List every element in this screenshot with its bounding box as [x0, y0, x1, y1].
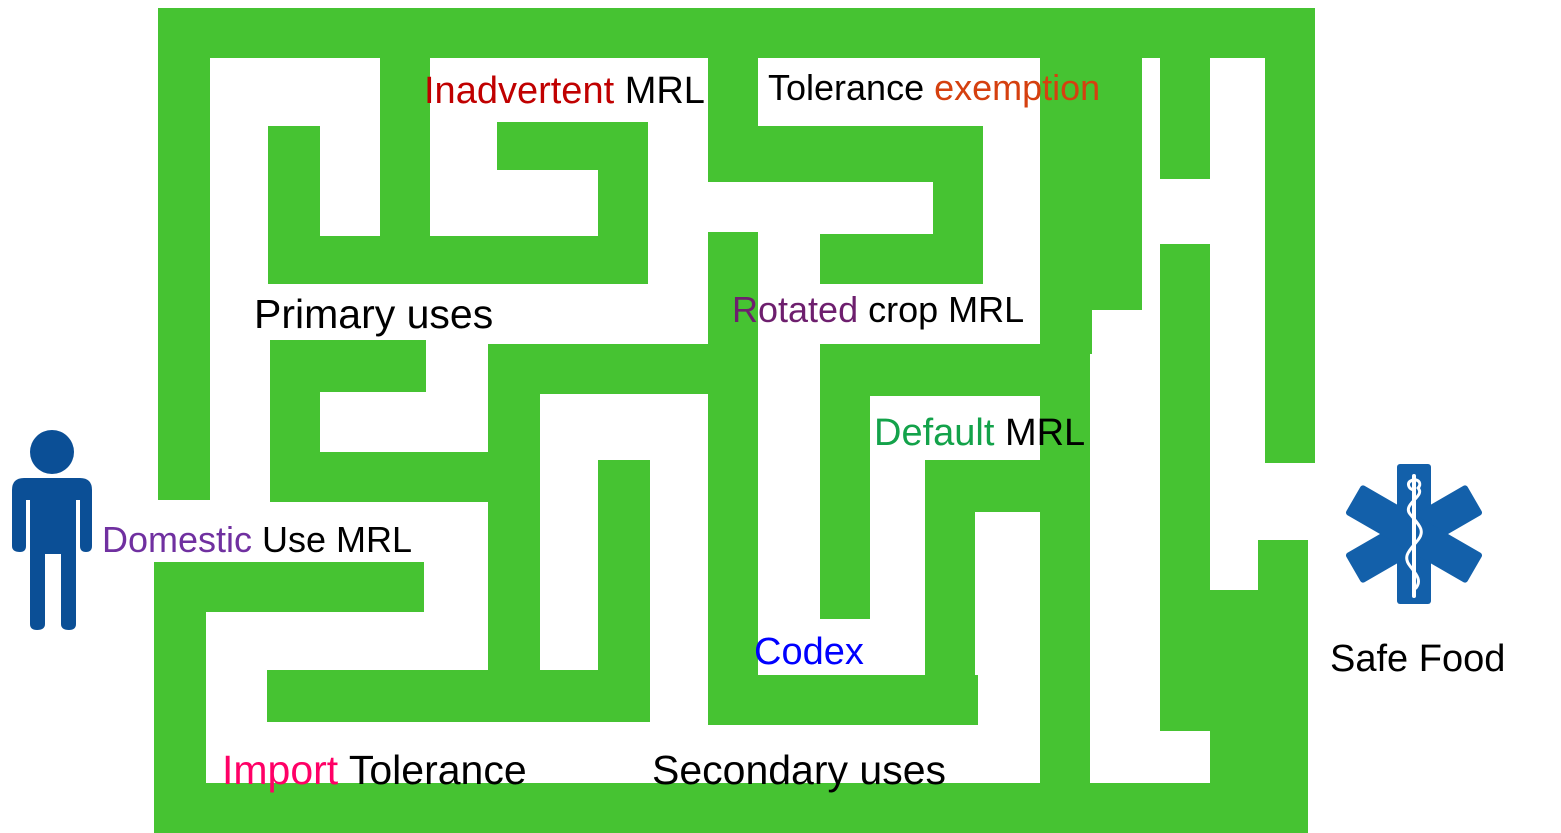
maze-wall	[268, 236, 648, 284]
person-icon	[12, 430, 92, 630]
maze-wall	[488, 344, 540, 670]
maze-wall	[925, 460, 975, 678]
label-default-mrl-highlight: Default	[874, 412, 995, 454]
label-default-mrl-rest: MRL	[994, 412, 1086, 454]
maze-wall	[820, 344, 870, 619]
maze-wall	[708, 675, 978, 725]
label-secondary-uses: Secondary uses	[652, 750, 946, 791]
maze-wall	[708, 232, 758, 725]
label-inadvertent-mrl-highlight: Inadvertent	[424, 70, 615, 112]
maze-wall	[1160, 244, 1210, 731]
rod-of-asclepius-icon	[1405, 474, 1423, 598]
maze-wall	[820, 234, 983, 284]
label-inadvertent-mrl: Inadvertent MRL	[424, 72, 705, 110]
label-domestic-use-mrl-rest: Use MRL	[252, 519, 413, 560]
label-import-tolerance-rest: Tolerance	[338, 747, 527, 793]
label-codex: Codex	[754, 633, 864, 671]
maze-wall	[598, 122, 648, 284]
maze-wall	[158, 8, 210, 500]
label-secondary-uses-text: Secondary uses	[652, 747, 947, 793]
maze-wall	[270, 452, 538, 502]
maze-wall	[1040, 8, 1092, 354]
label-rotated-crop-mrl: Rotated crop MRL	[732, 292, 1024, 328]
maze-wall	[154, 783, 1308, 833]
label-domestic-use-mrl: Domestic Use MRL	[102, 522, 412, 558]
maze-wall	[154, 562, 424, 612]
label-safe-food: Safe Food	[1330, 640, 1505, 678]
maze-wall	[1160, 58, 1210, 179]
maze-wall	[1090, 8, 1142, 310]
maze-wall	[598, 460, 650, 722]
maze-wall	[1258, 540, 1308, 833]
label-rotated-crop-mrl-highlight: Rotated	[732, 289, 859, 330]
person-figure	[12, 430, 92, 630]
label-safe-food-text: Safe Food	[1330, 638, 1506, 680]
label-import-tolerance: Import Tolerance	[222, 750, 527, 791]
star-of-life-icon	[1345, 464, 1483, 604]
label-rotated-crop-mrl-rest: crop MRL	[858, 289, 1025, 330]
label-import-tolerance-highlight: Import	[222, 747, 339, 793]
label-inadvertent-mrl-rest: MRL	[614, 70, 705, 112]
label-domestic-use-mrl-highlight: Domestic	[102, 519, 253, 560]
maze-wall	[380, 8, 430, 241]
label-codex-text: Codex	[754, 631, 864, 673]
label-default-mrl: Default MRL	[874, 414, 1085, 452]
label-primary-uses-text: Primary uses	[254, 291, 494, 337]
label-tolerance-exemption: Tolerance exemption	[768, 70, 1100, 106]
maze-walls	[154, 8, 1315, 833]
label-primary-uses: Primary uses	[254, 294, 493, 335]
maze-wall	[1040, 344, 1090, 799]
label-tolerance-exemption-highlight: exemption	[934, 67, 1101, 108]
maze-wall	[1265, 8, 1315, 463]
label-tolerance-exemption-prefix: Tolerance	[768, 67, 935, 108]
maze-wall	[267, 670, 650, 722]
maze-wall	[1210, 590, 1260, 833]
